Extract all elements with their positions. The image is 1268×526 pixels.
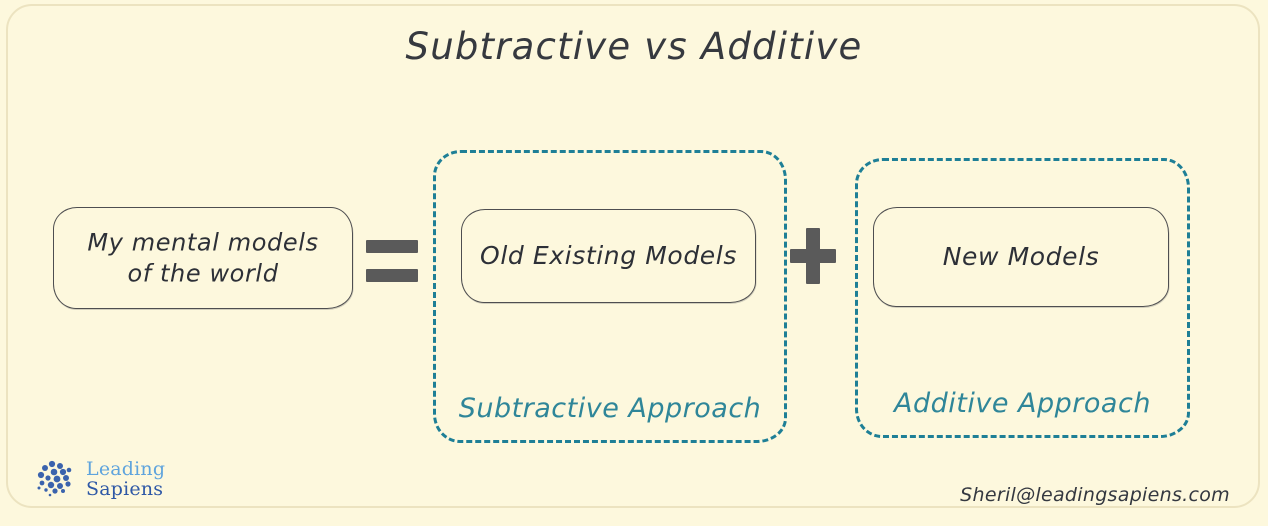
logo-line-sapiens: Sapiens <box>86 478 164 500</box>
logo-line-leading: Leading <box>86 458 166 480</box>
mental-models-box: My mental models of the world <box>53 207 353 309</box>
logo-wordmark: Leading Sapiens <box>86 459 165 499</box>
page-title: Subtractive vs Additive <box>405 25 863 68</box>
logo-dot-cluster-icon <box>37 460 72 497</box>
plus-bar-horizontal <box>790 249 836 263</box>
old-existing-models-label: Old Existing Models <box>480 241 737 270</box>
old-existing-models-box: Old Existing Models <box>461 209 756 303</box>
equals-bar-bottom <box>366 269 418 282</box>
mental-models-line2: of the world <box>127 259 279 287</box>
equals-bar-top <box>366 240 418 253</box>
mental-models-label: My mental models of the world <box>54 227 352 288</box>
new-models-label: New Models <box>942 242 1100 271</box>
leading-sapiens-logo: Leading Sapiens <box>33 455 165 503</box>
mental-models-line1: My mental models <box>87 228 319 257</box>
subtractive-approach-group: Subtractive Approach <box>433 150 787 443</box>
additive-approach-caption: Additive Approach <box>894 388 1151 419</box>
new-models-box: New Models <box>873 207 1169 307</box>
equals-operator-icon <box>366 238 418 284</box>
contact-email: Sheril@leadingsapiens.com <box>960 484 1230 506</box>
plus-operator-icon <box>790 228 836 284</box>
subtractive-approach-caption: Subtractive Approach <box>458 393 762 424</box>
additive-approach-group: Additive Approach <box>855 158 1190 438</box>
